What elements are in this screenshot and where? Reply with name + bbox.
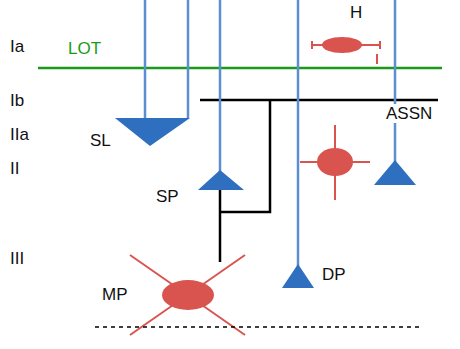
pyramidal-cell	[374, 160, 416, 185]
layer-label: III	[10, 250, 24, 267]
multipolar-cell	[317, 148, 353, 176]
dendrite	[219, 0, 222, 172]
process	[130, 255, 245, 335]
process-tick	[379, 41, 381, 49]
fiber-label: ASSN	[384, 104, 434, 123]
layer-label: Ia	[10, 38, 24, 55]
multipolar-cell	[162, 280, 214, 310]
cell-label: DP	[322, 266, 346, 283]
process-tick	[311, 41, 313, 49]
dendrite	[394, 0, 397, 162]
tract-label: LOT	[68, 40, 101, 57]
dendrite	[297, 0, 300, 267]
layer-label: IIa	[10, 126, 29, 143]
pyramidal-cell	[198, 170, 244, 190]
dendrite	[144, 0, 147, 118]
cell-label: SP	[156, 188, 179, 205]
dendrite	[187, 0, 190, 118]
deep-pyramidal-cell	[282, 264, 314, 288]
association-fiber	[200, 99, 438, 102]
axon	[219, 190, 222, 262]
layer-label: II	[10, 160, 19, 177]
layer-boundary	[95, 326, 420, 328]
cell-label: MP	[102, 286, 128, 303]
cell-label: SL	[90, 132, 111, 149]
process	[130, 255, 245, 335]
cell-label: H	[350, 4, 362, 21]
semilunar-cell	[115, 118, 190, 146]
layer-label: Ib	[10, 92, 24, 109]
lot-fiber	[38, 67, 442, 70]
process-tick	[376, 54, 378, 64]
horizontal-cell	[322, 37, 362, 53]
axon	[220, 100, 270, 212]
